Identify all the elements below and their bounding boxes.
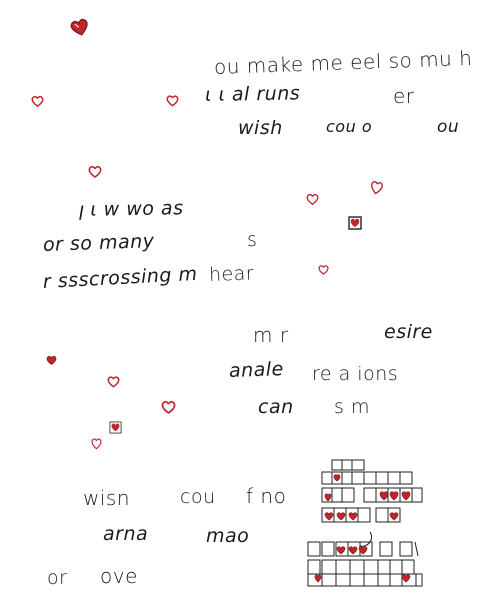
text-line-11b: mao bbox=[206, 525, 250, 547]
text-line-2a: ι ι al runs bbox=[204, 82, 301, 106]
text-line-7b: esire bbox=[384, 321, 433, 343]
heart-icon bbox=[109, 421, 122, 434]
heart-icon bbox=[31, 95, 44, 108]
heart-icon bbox=[161, 400, 176, 415]
text-line-8b: re a ions bbox=[312, 363, 399, 385]
text-line-10b: cou bbox=[180, 486, 216, 508]
text-line-12b: ove bbox=[100, 564, 138, 588]
heart-icon bbox=[306, 193, 319, 206]
heart-icon bbox=[88, 165, 102, 179]
text-line-11a: arna bbox=[103, 523, 149, 545]
text-line-8a: anale bbox=[228, 358, 285, 382]
heart-icon bbox=[318, 264, 329, 276]
text-line-10a: wisn bbox=[83, 486, 131, 510]
heart-icon bbox=[369, 179, 385, 197]
text-line-1: ou make me eel so mu h bbox=[213, 45, 473, 79]
text-line-2b: er bbox=[393, 84, 415, 108]
text-line-5a: or so many bbox=[42, 230, 155, 256]
text-line-9a: can bbox=[258, 396, 294, 418]
text-line-6a: r ssscrossing m bbox=[42, 262, 199, 293]
text-line-5b: s bbox=[247, 229, 258, 251]
text-line-12a: or bbox=[47, 567, 68, 589]
text-line-6b: hear bbox=[208, 262, 255, 286]
text-line-4: ן ι w wo as bbox=[77, 197, 184, 221]
heart-icon bbox=[68, 17, 92, 40]
heart-icon bbox=[348, 216, 362, 230]
text-line-9b: s m bbox=[334, 396, 370, 418]
heart-grid bbox=[305, 458, 425, 588]
heart-icon bbox=[91, 437, 102, 451]
text-line-3c: ou bbox=[437, 117, 460, 137]
heart-icon bbox=[166, 94, 179, 108]
text-line-7a: m r bbox=[253, 323, 289, 347]
heart-icon bbox=[46, 355, 57, 366]
text-line-3a: wish bbox=[238, 117, 283, 139]
text-line-10c: f no bbox=[246, 484, 287, 508]
heart-icon bbox=[107, 375, 120, 389]
text-line-3b: cou o bbox=[326, 117, 373, 136]
